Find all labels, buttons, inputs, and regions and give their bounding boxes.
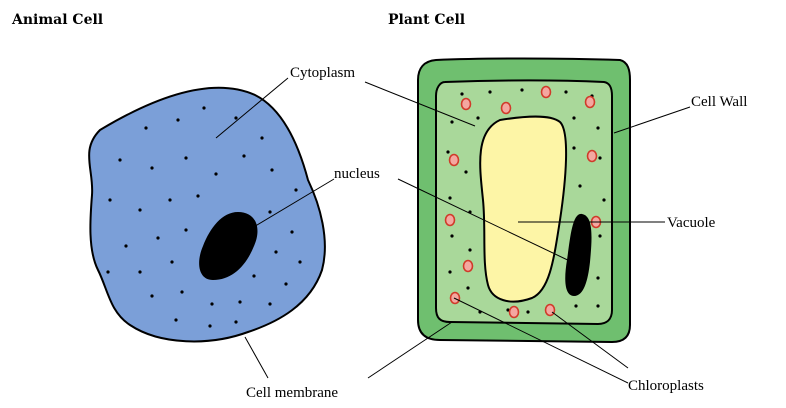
cytoplasm-dot: [214, 172, 217, 175]
cytoplasm-dot: [138, 270, 141, 273]
cytoplasm-dot: [234, 320, 237, 323]
leader-line-membrane-animal: [245, 337, 268, 378]
cytoplasm-dot: [294, 188, 297, 191]
cytoplasm-dot: [476, 116, 479, 119]
cytoplasm-dot: [520, 88, 523, 91]
label-cell-membrane: Cell membrane: [246, 385, 338, 401]
chloroplast: [450, 155, 459, 166]
cytoplasm-dot: [106, 270, 109, 273]
cytoplasm-dot: [596, 304, 599, 307]
animal-cell-body: [89, 88, 325, 342]
cytoplasm-dot: [168, 198, 171, 201]
cytoplasm-dot: [234, 116, 237, 119]
cytoplasm-dot: [174, 318, 177, 321]
chloroplast: [546, 305, 555, 316]
cytoplasm-dot: [184, 156, 187, 159]
cytoplasm-dot: [260, 136, 263, 139]
cytoplasm-dot: [450, 120, 453, 123]
label-vacuole: Vacuole: [667, 215, 716, 231]
cytoplasm-dot: [466, 286, 469, 289]
leader-line-membrane-plant: [368, 322, 452, 378]
cytoplasm-dot: [598, 156, 601, 159]
cytoplasm-dot: [156, 236, 159, 239]
cytoplasm-dot: [118, 158, 121, 161]
cytoplasm-dot: [170, 260, 173, 263]
cytoplasm-dot: [108, 198, 111, 201]
cytoplasm-dot: [180, 290, 183, 293]
cytoplasm-dot: [596, 126, 599, 129]
cytoplasm-dot: [150, 294, 153, 297]
cytoplasm-dot: [572, 116, 575, 119]
cytoplasm-dot: [290, 230, 293, 233]
cytoplasm-dot: [274, 250, 277, 253]
label-cell-wall: Cell Wall: [691, 94, 747, 110]
cytoplasm-dot: [468, 248, 471, 251]
cytoplasm-dot: [602, 198, 605, 201]
cytoplasm-dot: [176, 118, 179, 121]
cytoplasm-dot: [196, 194, 199, 197]
cytoplasm-dot: [446, 150, 449, 153]
cytoplasm-dot: [124, 244, 127, 247]
cytoplasm-dot: [596, 276, 599, 279]
cytoplasm-dot: [268, 210, 271, 213]
cytoplasm-dot: [144, 126, 147, 129]
cytoplasm-dot: [488, 90, 491, 93]
cytoplasm-dot: [268, 302, 271, 305]
cytoplasm-dot: [564, 90, 567, 93]
cytoplasm-dot: [138, 208, 141, 211]
cytoplasm-dot: [208, 324, 211, 327]
cytoplasm-dot: [448, 270, 451, 273]
chloroplast: [510, 307, 519, 318]
cytoplasm-dot: [242, 154, 245, 157]
cytoplasm-dot: [464, 170, 467, 173]
chloroplast: [446, 215, 455, 226]
cytoplasm-dot: [238, 300, 241, 303]
cytoplasm-dot: [448, 196, 451, 199]
label-cytoplasm: Cytoplasm: [290, 65, 355, 81]
chloroplast: [586, 97, 595, 108]
cytoplasm-dot: [298, 260, 301, 263]
label-nucleus: nucleus: [334, 166, 380, 182]
chloroplast: [464, 261, 473, 272]
cytoplasm-dot: [210, 302, 213, 305]
cytoplasm-dot: [572, 146, 575, 149]
chloroplast: [502, 103, 511, 114]
chloroplast: [462, 99, 471, 110]
chloroplast: [588, 151, 597, 162]
chloroplast: [542, 87, 551, 98]
label-chloroplasts: Chloroplasts: [628, 378, 704, 394]
cytoplasm-dot: [450, 234, 453, 237]
cytoplasm-dot: [150, 166, 153, 169]
cytoplasm-dot: [598, 234, 601, 237]
animal-cell-title: Animal Cell: [11, 12, 103, 28]
cytoplasm-dot: [270, 168, 273, 171]
cytoplasm-dot: [202, 106, 205, 109]
cytoplasm-dot: [526, 310, 529, 313]
cytoplasm-dot: [578, 184, 581, 187]
plant-cell-title: Plant Cell: [388, 12, 465, 28]
cytoplasm-dot: [184, 228, 187, 231]
cytoplasm-dot: [284, 282, 287, 285]
cytoplasm-dot: [574, 304, 577, 307]
cytoplasm-dot: [252, 274, 255, 277]
cytoplasm-dot: [460, 92, 463, 95]
